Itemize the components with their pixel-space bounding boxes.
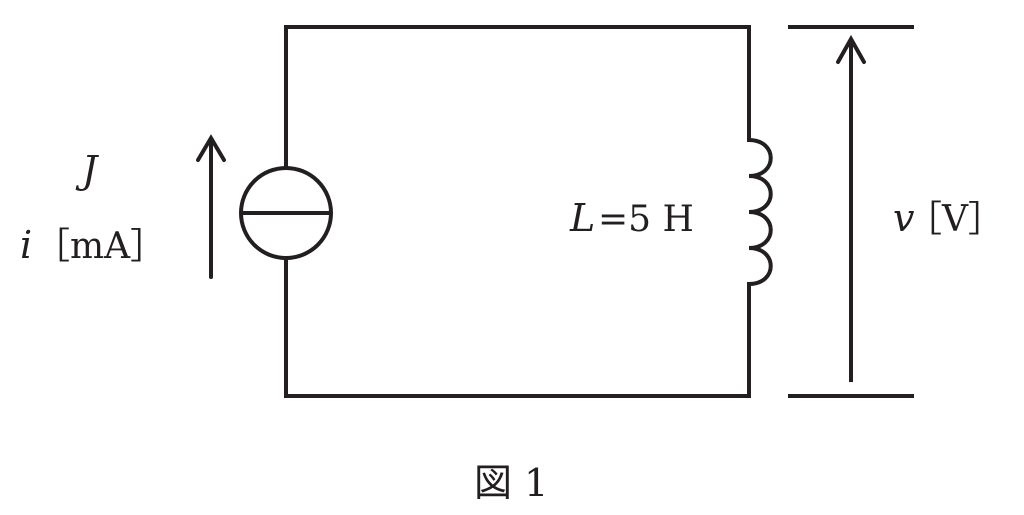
voltage-symbol: v [893, 196, 915, 240]
current-source-icon [239, 166, 333, 260]
current-arrow [196, 134, 226, 279]
inductor-symbol: L [569, 196, 595, 240]
inductor-coil-icon [747, 138, 773, 286]
source-symbol: J [75, 148, 99, 192]
voltage-unit: ［V］ [906, 199, 1004, 240]
arrow-up-icon [196, 134, 226, 162]
figure-caption: 図 1 [474, 461, 548, 505]
voltage-indicator [788, 25, 914, 398]
inductor-value: =5 H [598, 199, 694, 240]
current-unit: ［mA］ [34, 226, 166, 267]
current-label: i [20, 223, 32, 267]
voltage-arrow-head [836, 34, 866, 64]
circuit-wires [284, 25, 751, 398]
